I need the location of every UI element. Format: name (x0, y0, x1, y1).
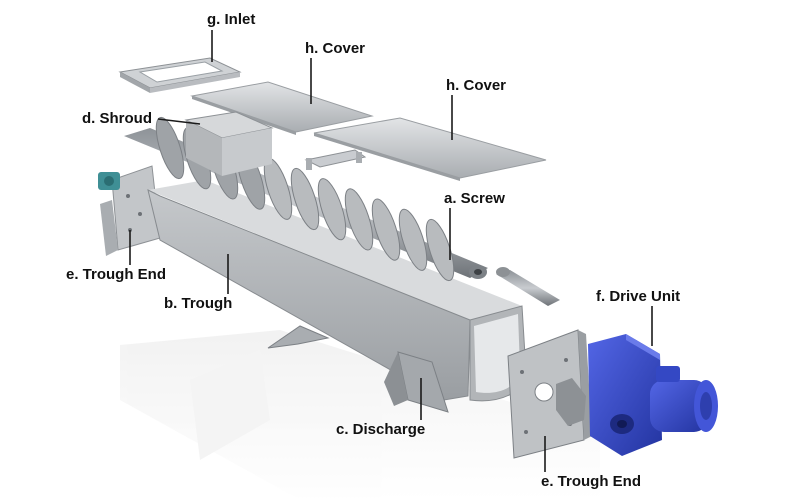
floor-reflection (120, 330, 600, 500)
screw-flight (344, 188, 374, 251)
trough-end-right-part (507, 329, 592, 459)
label-trough-end-left: e. Trough End (66, 266, 166, 283)
label-discharge: c. Discharge (336, 421, 426, 438)
screw-flight (371, 198, 401, 261)
floor-piece-part (267, 325, 330, 349)
trough-end-left-part (98, 165, 161, 256)
inlet-part (118, 57, 242, 93)
label-trough-end-right: e. Trough End (541, 473, 641, 490)
leader-shroud (157, 118, 201, 125)
label-cover-right: h. Cover (446, 77, 507, 94)
screw-flight (398, 208, 428, 271)
screw-flight (317, 178, 347, 241)
trough-back-part (148, 180, 522, 320)
label-inlet: g. Inlet (207, 11, 256, 28)
shroud-part (184, 111, 274, 176)
coupling-shaft-part (496, 267, 560, 306)
label-shroud: d. Shroud (82, 110, 152, 127)
discharge-part (384, 351, 449, 413)
leader-lines (129, 30, 653, 472)
bracket-part (304, 149, 367, 170)
screw-flight (290, 167, 320, 231)
label-trough: b. Trough (164, 295, 233, 312)
label-cover-left: h. Cover (305, 40, 366, 57)
label-screw: a. Screw (444, 190, 505, 207)
screw-flight (155, 116, 185, 180)
drive-unit-part (588, 334, 718, 456)
label-drive-unit: f. Drive Unit (596, 288, 681, 305)
cover-right-part (313, 117, 547, 181)
